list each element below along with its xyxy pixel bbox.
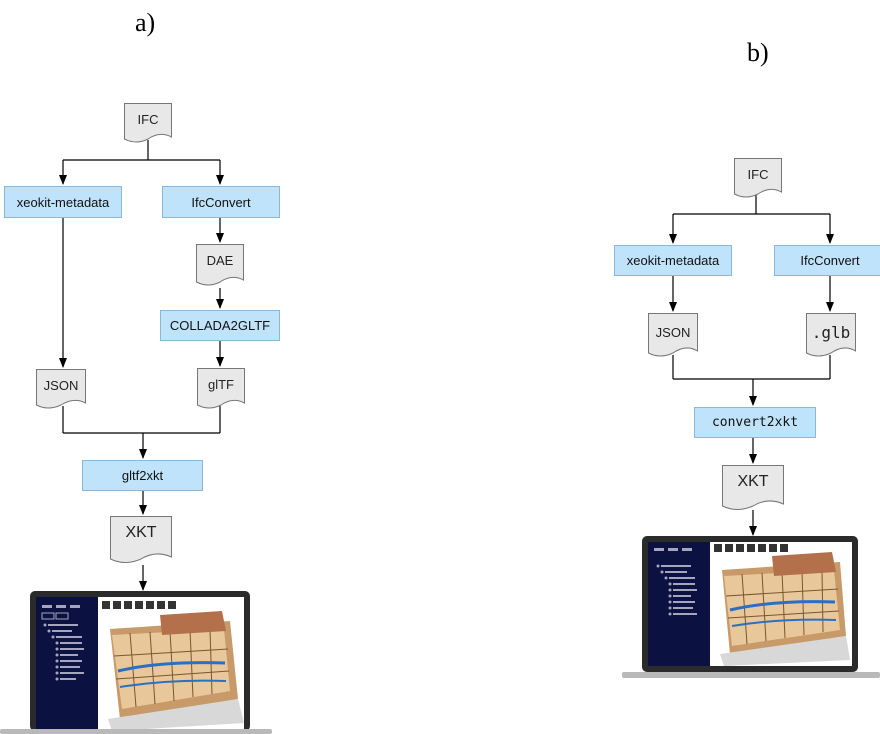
panel-a-ifcconvert-box: IfcConvert [162,186,280,218]
panel-a-gltf-label: glTF [208,377,234,392]
panel-a-xeokit-metadata-box: xeokit-metadata [4,186,122,218]
panel-a-connectors [59,140,224,591]
panel-b-json-document: JSON [648,313,698,359]
panel-a-gltf2xkt-box: gltf2xkt [82,460,203,491]
panel-b-connectors [669,195,834,536]
panel-b-json-label: JSON [655,325,691,340]
panel-a-dae-document: DAE [196,244,244,288]
document-icon [734,158,782,198]
document-icon [110,516,172,563]
panel-b-convert2xkt-box: convert2xkt [694,407,816,438]
document-icon [124,103,172,143]
panel-a-json-document: JSON [36,369,86,411]
panel-a-dae-label: DAE [206,253,234,268]
document-icon [197,368,245,409]
panel-a-ifc-document: IFC [124,103,172,145]
document-icon [196,244,244,286]
panel-b-xkt-document: XKT [722,465,784,513]
panel-b-glb-label: .glb [811,323,851,342]
panel-a-ifc-label: IFC [137,112,159,127]
panel-b-xkt-label: XKT [737,473,769,490]
panel-a-collada2gltf-box: COLLADA2GLTF [160,310,280,341]
panel-a-xkt-label: XKT [125,524,157,541]
panel-b-xeokit-metadata-box: xeokit-metadata [614,245,732,276]
document-icon [648,313,698,357]
panel-a-json-label: JSON [43,378,79,393]
panel-a-laptop-icon [0,591,272,734]
panel-b-label: b) [747,38,769,67]
panel-b-glb-document: .glb [806,313,856,359]
panel-b-ifcconvert-box: IfcConvert [774,245,880,276]
panel-b-laptop-icon [622,536,880,678]
document-icon [806,313,856,357]
panel-b-ifc-document: IFC [734,158,782,200]
panel-a-xkt-document: XKT [110,516,172,566]
document-icon [36,369,86,409]
panel-a-label: a) [135,8,156,37]
building-model-image [720,552,850,666]
document-icon [722,465,784,510]
building-model-image [108,611,244,731]
panel-b-ifc-label: IFC [747,167,769,182]
panel-a-gltf-document: glTF [197,368,245,411]
